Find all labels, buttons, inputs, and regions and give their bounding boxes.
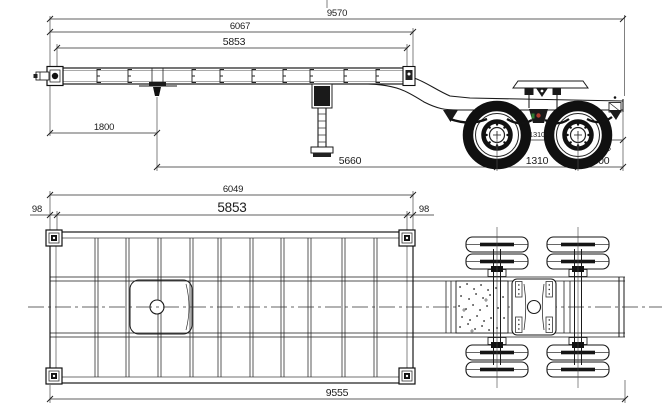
plan-view: 6049 5853 98 98 9555 xyxy=(28,184,662,403)
plan-deck xyxy=(49,231,625,384)
dim-side-front-to-kingpin: 1800 xyxy=(94,122,114,133)
dim-side-axle-spacing-hidden: 1310 xyxy=(529,130,545,139)
dim-plan-twistlock-span: 5853 xyxy=(217,200,246,215)
side-crossmember-clips xyxy=(96,69,380,83)
red-mark xyxy=(536,113,541,118)
landing-gear xyxy=(310,83,334,157)
tow-pin xyxy=(33,71,50,81)
twistlock-rear-right xyxy=(398,367,416,385)
green-mark xyxy=(531,113,535,119)
side-suspension xyxy=(443,109,622,171)
checker-platform xyxy=(455,280,509,334)
suspension-plate xyxy=(511,278,557,336)
rear-bumper xyxy=(608,96,622,113)
plan-axles xyxy=(491,227,584,388)
dim-plan-frame: 6049 xyxy=(223,184,243,195)
side-dimension-lines xyxy=(50,18,623,168)
dim-side-axle-spacing: 1310 xyxy=(526,155,549,167)
side-frame xyxy=(49,67,624,113)
main-rails xyxy=(50,276,625,338)
plan-dimension-lines xyxy=(30,194,625,400)
dim-plan-overall: 9555 xyxy=(326,387,349,399)
dim-side-frame: 6067 xyxy=(230,21,250,32)
twistlock-rear-left xyxy=(45,367,63,385)
dim-plan-lock-offset-left: 98 xyxy=(32,204,42,215)
twistlock-front-right xyxy=(398,229,416,247)
side-extension-lines xyxy=(49,0,625,171)
front-corner-casting xyxy=(46,65,64,87)
dim-side-kingpin-to-axle: 5660 xyxy=(339,155,362,167)
dim-plan-lock-offset-right: 98 xyxy=(419,204,429,215)
dim-side-overall: 9570 xyxy=(327,8,347,19)
side-view: 9570 6067 5853 1800 5660 1310 800 1310 8… xyxy=(33,0,627,171)
side-dimension-ticks xyxy=(46,15,627,171)
plan-extension-lines xyxy=(49,191,626,403)
fender-plate xyxy=(512,80,589,108)
dim-side-twistlock-span: 5853 xyxy=(223,36,246,48)
kingpin xyxy=(139,68,177,96)
rear-deck-twistlock xyxy=(402,65,416,87)
twistlock-front-left xyxy=(45,229,63,247)
